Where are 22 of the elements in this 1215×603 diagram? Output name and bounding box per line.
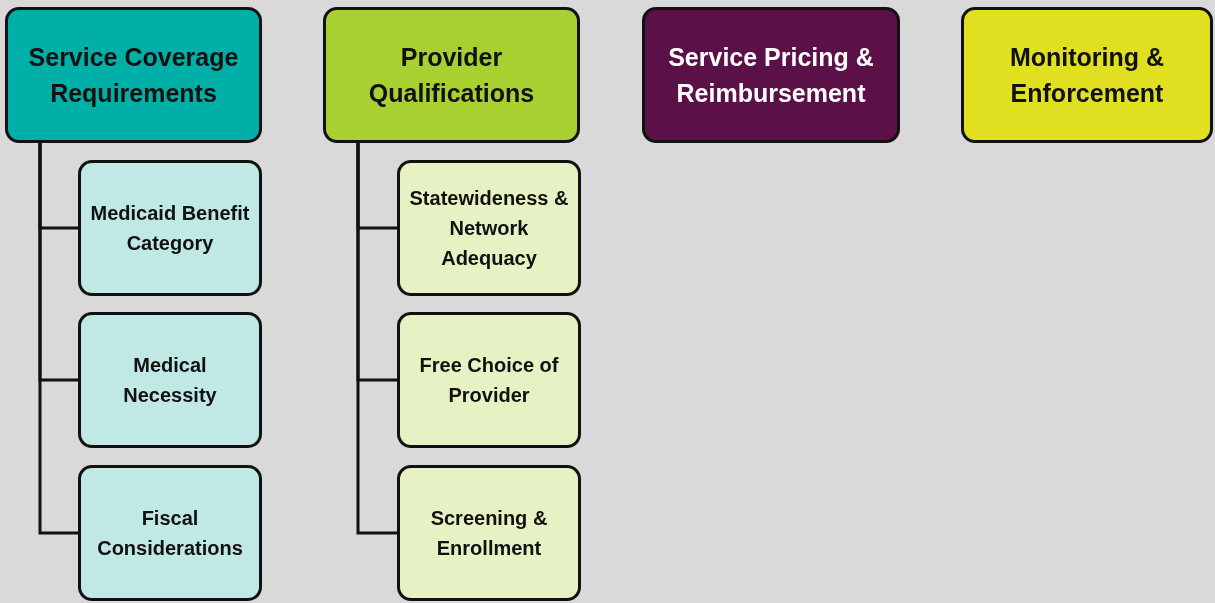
subcategory-box (78, 160, 262, 296)
category-box (5, 7, 262, 143)
box-label: Screening & Enrollment (429, 506, 549, 561)
box-label: Fiscal Considerations (96, 506, 244, 561)
subcategory-box (397, 465, 581, 601)
box-label: Statewideness & Network Adequacy (408, 186, 570, 271)
box-label: Provider Qualifications (367, 42, 536, 109)
subcategory-box (397, 160, 581, 296)
connector-line (356, 143, 397, 535)
box-label: Monitoring & Enforcement (1008, 42, 1166, 109)
box-label: Service Coverage Requirements (27, 42, 240, 109)
category-box (961, 7, 1213, 143)
box-label: Free Choice of Provider (418, 353, 560, 408)
subcategory-box (78, 465, 262, 601)
category-box (323, 7, 580, 143)
box-label: Medical Necessity (122, 353, 218, 408)
subcategory-box (78, 312, 262, 448)
box-label: Medicaid Benefit Category (89, 201, 251, 256)
connector-line (38, 143, 78, 535)
category-box (642, 7, 900, 143)
subcategory-box (397, 312, 581, 448)
box-label: Service Pricing & Reimbursement (667, 42, 875, 109)
